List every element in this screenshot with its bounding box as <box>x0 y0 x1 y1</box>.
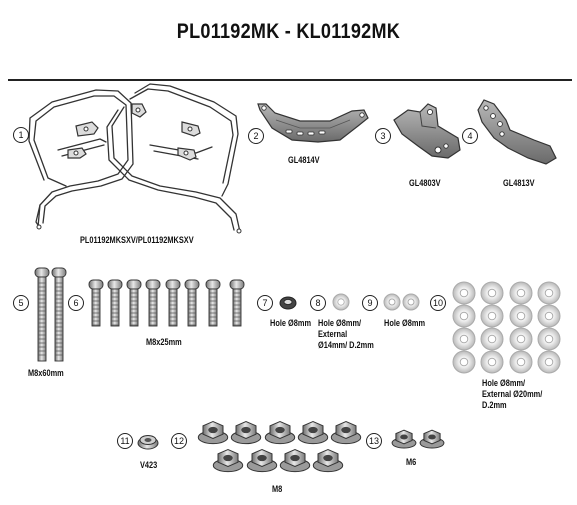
washer-icon <box>452 350 476 374</box>
flange-nut-icon <box>419 429 445 449</box>
label-item-6: M8x25mm <box>146 337 182 347</box>
label-item-9: Hole Ø8mm <box>384 318 426 328</box>
washer-icon <box>480 327 504 351</box>
label-item-12: M8 <box>272 484 283 494</box>
flange-nut-icon <box>246 449 278 473</box>
flange-nut-icon <box>230 421 262 445</box>
washer-icon-item7 <box>279 296 297 310</box>
washer-icon-item8 <box>332 293 350 311</box>
washer-icon <box>452 327 476 351</box>
flange-nut-icon <box>197 421 229 445</box>
washer-icon <box>452 304 476 328</box>
bracket-plate-icon-gl4814v <box>257 103 369 143</box>
label-item-11: V423 <box>140 460 158 470</box>
label-item-3: GL4803V <box>409 178 441 188</box>
callout-12: 12 <box>171 433 187 449</box>
frame-mount-tabs <box>67 103 201 161</box>
flange-nut-icon-m6 <box>391 429 445 449</box>
washer-icon <box>509 304 533 328</box>
bolt-icon <box>205 279 221 327</box>
washer-icon-item9 <box>383 293 420 311</box>
flange-nut-icon <box>312 449 344 473</box>
callout-9: 9 <box>362 295 378 311</box>
bracket-plate-icon-gl4813v <box>477 99 557 165</box>
callout-11: 11 <box>117 433 133 449</box>
flange-nut-icon <box>330 421 362 445</box>
label-item-4: GL4813V <box>503 178 535 188</box>
label-item-7: Hole Ø8mm <box>270 318 312 328</box>
callout-4: 4 <box>462 128 478 144</box>
washer-icon <box>537 281 561 305</box>
callout-1: 1 <box>13 127 29 143</box>
washer-icon <box>509 350 533 374</box>
bolt-icon-m8x25 <box>88 279 245 327</box>
flange-nut-icon-m8 <box>197 421 362 473</box>
title-divider <box>8 79 572 81</box>
label-item-13: M6 <box>406 457 417 467</box>
flange-nut-icon <box>264 421 296 445</box>
washer-icon <box>537 327 561 351</box>
bolt-icon <box>88 279 104 327</box>
washer-icon <box>537 304 561 328</box>
flange-nut-icon <box>212 449 244 473</box>
label-item-8: Hole Ø8mm/ External Ø14mm/ D.2mm <box>318 318 374 350</box>
bolt-icon <box>126 279 142 327</box>
washer-icon <box>452 281 476 305</box>
label-item-1: PL01192MKSXV/PL01192MKSXV <box>80 235 194 245</box>
flange-nut-icon-v423 <box>137 435 159 450</box>
washer-icon <box>480 304 504 328</box>
label-item-5: M8x60mm <box>28 368 64 378</box>
callout-3: 3 <box>375 128 391 144</box>
washer-icon <box>480 281 504 305</box>
callout-6: 6 <box>68 295 84 311</box>
bracket-plate-icon-gl4803v <box>393 103 461 159</box>
flange-nut-icon <box>391 429 417 449</box>
callout-5: 5 <box>13 295 29 311</box>
label-item-2: GL4814V <box>288 155 320 165</box>
washer-icon <box>509 327 533 351</box>
callout-2: 2 <box>248 128 264 144</box>
page-title: PL01192MK - KL01192MK <box>176 20 401 43</box>
washer-icon-item10 <box>452 281 561 374</box>
bolt-icon <box>107 279 123 327</box>
bolt-icon <box>145 279 161 327</box>
washer-icon <box>480 350 504 374</box>
flange-nut-icon <box>297 421 329 445</box>
washer-icon <box>537 350 561 374</box>
callout-13: 13 <box>366 433 382 449</box>
flange-nut-icon <box>279 449 311 473</box>
washer-icon <box>509 281 533 305</box>
bolt-icon-m8x60 <box>34 267 67 362</box>
label-item-10: Hole Ø8mm/ External Ø20mm/ D.2mm <box>482 378 543 410</box>
callout-7: 7 <box>257 295 273 311</box>
callout-10: 10 <box>430 295 446 311</box>
callout-8: 8 <box>310 295 326 311</box>
bolt-icon <box>184 279 200 327</box>
bolt-icon <box>229 279 245 327</box>
bolt-icon <box>165 279 181 327</box>
